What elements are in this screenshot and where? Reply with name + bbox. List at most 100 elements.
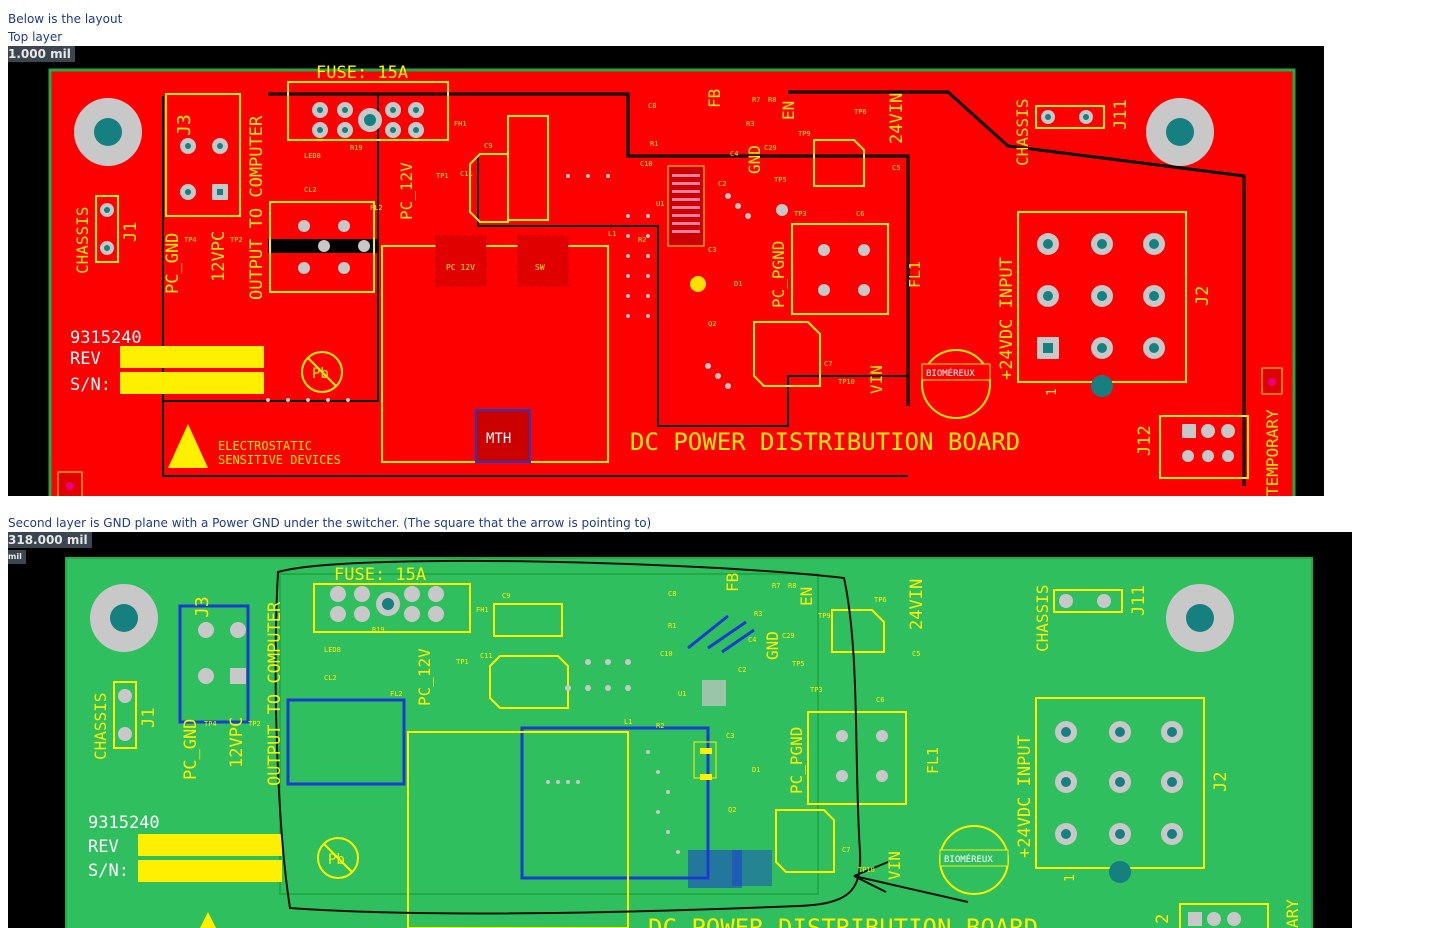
24vdc-input-l2: +24VDC INPUT <box>1015 735 1035 858</box>
refdes-r8: R8 <box>768 96 776 104</box>
24vin-label: 24VIN <box>887 93 907 144</box>
refdes-tp4: TP4 <box>184 236 197 244</box>
refdes-tp3: TP3 <box>794 210 807 218</box>
gnd-label-l2: GND <box>763 631 782 660</box>
j1-label: J1 <box>121 222 141 242</box>
refdes-labels-l2: C9 C11 C10 C8 R1 TP1 TP2 TP3 TP4 TP5 TP6… <box>204 582 920 874</box>
esd-line-2: SENSITIVE DEVICES <box>218 453 341 467</box>
temporary-label: TEMPORARY <box>1263 409 1282 496</box>
refdes-c2: C2 <box>718 180 726 188</box>
mth-pad <box>475 409 531 463</box>
mth-label: MTH <box>486 431 511 447</box>
fb-label-l2: FB <box>723 573 742 592</box>
chassis-right-l2: CHASSIS <box>1033 585 1052 652</box>
refdes-tp5: TP5 <box>774 176 787 184</box>
refdes-fh1: FH1 <box>454 120 467 128</box>
refdes-c10-l2: C10 <box>660 650 673 658</box>
refdes-c9: C9 <box>484 142 492 150</box>
refdes-cl2: CL2 <box>304 186 317 194</box>
refdes-l1: L1 <box>608 230 616 238</box>
refdes-q2-l2: Q2 <box>728 806 736 814</box>
refdes-r7: R7 <box>752 96 760 104</box>
pb-free-label: Pb <box>312 366 329 382</box>
part-number-l2: 9315240 <box>88 813 160 833</box>
board-title: DC POWER DISTRIBUTION BOARD <box>630 428 1020 456</box>
sn-label-l2: S/N: <box>88 861 129 881</box>
vin-label: VIN <box>867 365 886 394</box>
gnd-label: GND <box>745 145 764 174</box>
refdes-c3-l2: C3 <box>726 732 734 740</box>
pin-1-label: 1 <box>1045 388 1060 396</box>
biomerieux-l2: BIOMÉREUX <box>944 853 993 865</box>
refdes-r3: R3 <box>746 120 754 128</box>
top-layer-pcb: FUSE: 15A J3 J1 CHASSIS PC_GND 12VPC OUT… <box>48 63 1296 496</box>
chassis-label-right: CHASSIS <box>1013 99 1032 166</box>
refdes-fh1-l2: FH1 <box>476 606 489 614</box>
refdes-c6: C6 <box>856 210 864 218</box>
refdes-r1-l2: R1 <box>668 622 676 630</box>
fuse-label-l2: FUSE: 15A <box>334 565 426 585</box>
12vpc-label: 12VPC <box>209 231 229 282</box>
pc-gnd-label-l2: PC_GND <box>181 719 201 780</box>
chassis-label-left: CHASSIS <box>73 207 92 274</box>
sw-box-label: SW <box>535 263 545 272</box>
refdes-c5-l2: C5 <box>912 650 920 658</box>
pc12v-box-label: PC 12V <box>446 263 475 272</box>
refdes-c11: C11 <box>460 170 473 178</box>
j3-label: J3 <box>174 114 195 136</box>
12vpc-label-l2: 12VPC <box>227 717 247 768</box>
refdes-c29: C29 <box>764 144 777 152</box>
chassis-left-l2: CHASSIS <box>91 693 110 760</box>
caption-top-layer: Top layer <box>8 30 63 44</box>
refdes-c10: C10 <box>640 160 653 168</box>
refdes-c8: C8 <box>648 102 656 110</box>
24vdc-input-label: +24VDC INPUT <box>997 257 1017 380</box>
refdes-q2: Q2 <box>708 320 716 328</box>
24vin-label-l2: 24VIN <box>907 579 927 630</box>
fl1-label: FL1 <box>906 261 924 288</box>
pin-1-label-l2: 1 <box>1063 874 1078 882</box>
refdes-r7-l2: R7 <box>772 582 780 590</box>
refdes-fl2: FL2 <box>370 204 383 212</box>
j3-label-l2: J3 <box>192 596 213 618</box>
second-layer-screenshot: FUSE: 15A J3 J1 CHASSIS PC_GND 12VPC OUT… <box>8 532 1352 928</box>
refdes-c7: C7 <box>824 360 832 368</box>
refdes-r3-l2: R3 <box>754 610 762 618</box>
j11-label: J11 <box>1111 99 1131 130</box>
second-layer-pcb: FUSE: 15A J3 J1 CHASSIS PC_GND 12VPC OUT… <box>65 557 1313 928</box>
refdes-r1: R1 <box>650 140 658 148</box>
refdes-c4: C4 <box>730 150 738 158</box>
rev-label: REV <box>70 349 101 369</box>
refdes-c2-l2: C2 <box>738 666 746 674</box>
power-gnd-island <box>279 573 819 895</box>
pc-12v-label-l2: PC_12V <box>415 648 434 706</box>
rev-label-l2: REV <box>88 837 119 857</box>
refdes-r2: R2 <box>638 236 646 244</box>
top-layer-screenshot: FUSE: 15A J3 J1 CHASSIS PC_GND 12VPC OUT… <box>8 46 1324 496</box>
part-number-label: 9315240 <box>70 328 142 348</box>
pb-free-l2: Pb <box>328 852 345 868</box>
refdes-led8-l2: LED8 <box>324 646 341 654</box>
refdes-led8: LED8 <box>304 152 321 160</box>
sn-label: S/N: <box>70 375 111 395</box>
fuse-label: FUSE: 15A <box>316 63 408 83</box>
refdes-tp10-l2: TP10 <box>858 866 875 874</box>
refdes-r19-l2: R19 <box>372 626 385 634</box>
refdes-tp5-l2: TP5 <box>792 660 805 668</box>
refdes-c11-l2: C11 <box>480 652 493 660</box>
bottom-ruler-readout: 318.000 mil <box>8 532 92 548</box>
refdes-c3: C3 <box>708 246 716 254</box>
pc-pgnd-label: PC_PGND <box>769 241 788 308</box>
fb-label: FB <box>705 89 724 108</box>
bottom-ruler-unit: mil <box>8 550 26 564</box>
caption-intro: Below is the layout <box>8 12 123 26</box>
en-label-l2: EN <box>797 587 816 606</box>
esd-line-1: ELECTROSTATIC <box>218 439 312 453</box>
pc-pgnd-label-l2: PC_PGND <box>787 727 806 794</box>
refdes-c6-l2: C6 <box>876 696 884 704</box>
output-to-computer-label: OUTPUT TO COMPUTER <box>247 115 267 300</box>
vin-label-l2: VIN <box>885 851 904 880</box>
refdes-fl2-l2: FL2 <box>390 690 403 698</box>
refdes-tp9-l2: TP9 <box>818 612 831 620</box>
temporary-partial-l2: ARY <box>1283 899 1302 928</box>
